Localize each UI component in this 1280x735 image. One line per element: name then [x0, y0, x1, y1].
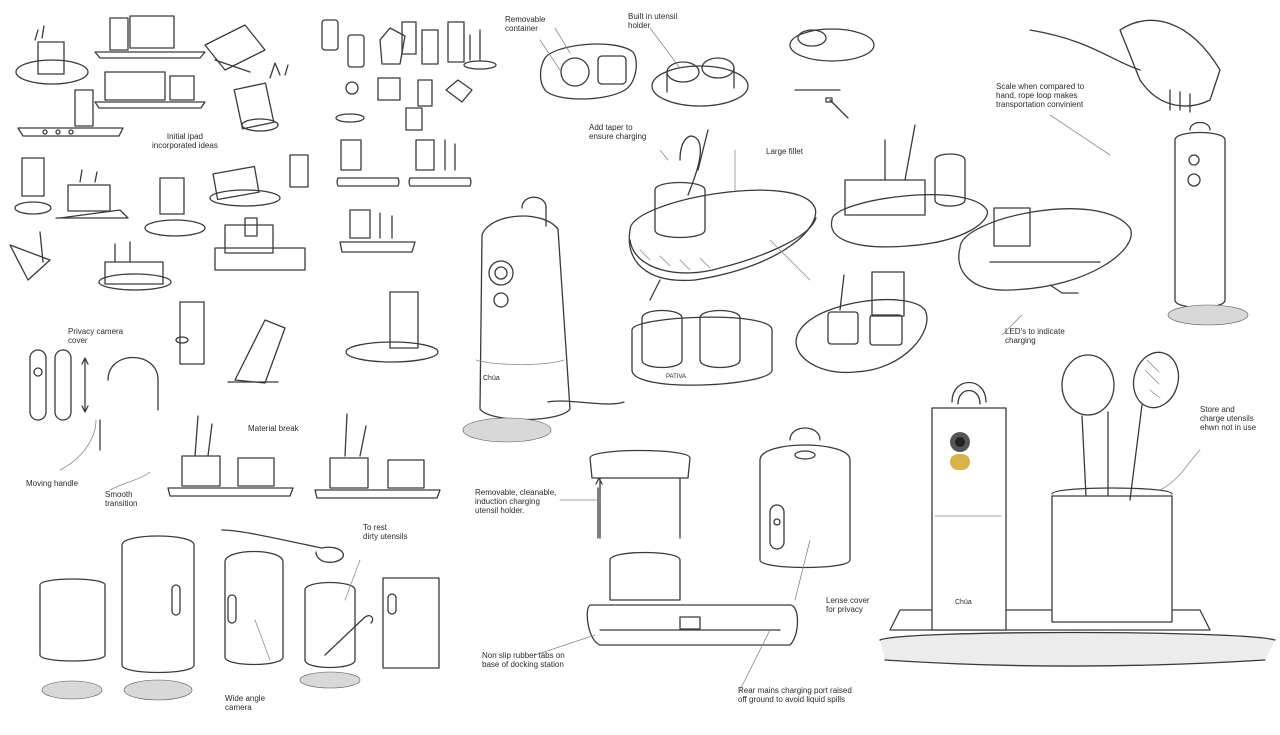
sketch-ipad-stands	[9, 15, 309, 291]
render-final-product	[879, 351, 1276, 667]
note-wide-angle: Wide angle camera	[225, 694, 266, 712]
gold-button	[950, 454, 970, 470]
note-removable-cleanable: Removable, cleanable, induction charging…	[475, 488, 557, 515]
leader-lines	[109, 27, 1111, 691]
label-brand-tall-device: Chüa	[483, 375, 500, 382]
note-to-rest: To rest dirty utensils	[363, 523, 408, 541]
note-privacy-camera: Privacy camera cover	[68, 327, 124, 345]
sketch-canisters	[39, 529, 440, 701]
sketch-docking-station	[586, 427, 851, 646]
note-store-charge: Store and charge utensils ehwn not in us…	[1200, 405, 1257, 432]
sketch-docking-trays	[830, 124, 1132, 294]
note-non-slip: Non slip rubber tabs on base of docking …	[482, 651, 565, 669]
sketch-material-break	[167, 413, 441, 499]
sketch-tall-camera-device	[462, 196, 625, 443]
note-smooth-transition: Smooth transition	[105, 490, 138, 508]
sketch-oval-trays	[628, 129, 928, 386]
label-brand-render: Chüa	[955, 599, 972, 606]
note-large-fillet: Large fillet	[766, 147, 803, 156]
note-scale-compared: Scale when compared to hand, rope loop m…	[996, 82, 1085, 109]
note-built-in-utensil: Built in utensil holder	[628, 12, 678, 30]
note-lense-cover: Lense cover for privacy	[826, 596, 870, 614]
label-brand-tray: PATIVA	[666, 374, 687, 380]
sketch-privacy-cover	[29, 291, 439, 471]
note-removable-container: Removable container	[505, 15, 546, 33]
note-leds: LED's to indicate charging	[1005, 327, 1065, 345]
sketch-trays	[539, 27, 875, 119]
note-rear-mains: Rear mains charging port raised off grou…	[738, 686, 852, 704]
note-moving-handle: Moving handle	[26, 479, 79, 488]
sketch-container-ideas	[321, 19, 497, 253]
note-initial-ipad: Initial ipad incorporated ideas	[152, 132, 218, 150]
sketch-hand-scale	[1029, 19, 1249, 326]
note-material-break: Material break	[248, 424, 299, 433]
note-add-taper: Add taper to ensure charging	[589, 123, 647, 141]
